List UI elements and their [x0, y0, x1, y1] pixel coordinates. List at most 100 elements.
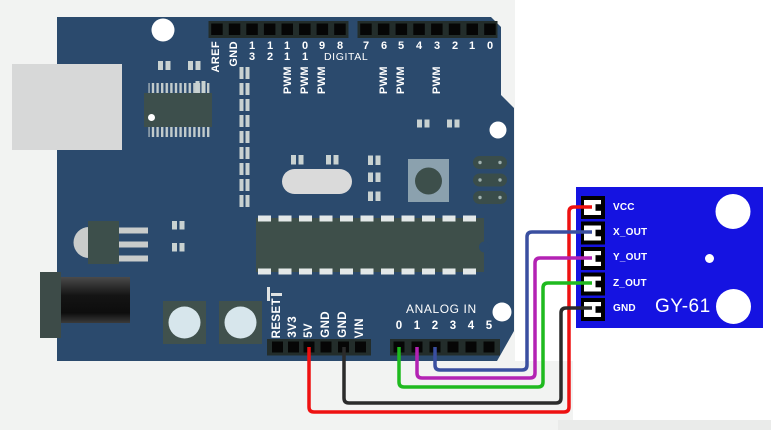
- power-header[interactable]: [267, 339, 371, 356]
- pin-12: [263, 23, 276, 35]
- pin-label-4: 4: [415, 40, 423, 52]
- power-label-reset: RESET: [271, 297, 283, 338]
- digital-group-label: DIGITAL: [324, 51, 369, 63]
- analog-label-3: 3: [449, 320, 457, 332]
- pin-a5: [483, 341, 495, 353]
- pin-label-13: 1 3: [248, 40, 256, 63]
- crystal-oscillator: [282, 169, 352, 194]
- wires: [307, 205, 592, 414]
- usb-connector: [12, 64, 122, 150]
- analog-label-4: 4: [467, 320, 475, 332]
- module-title: GY-61: [655, 296, 711, 317]
- module-pin-vcc: [581, 196, 605, 219]
- pin-label-0: 0: [486, 40, 494, 52]
- pin-11: [281, 23, 293, 35]
- pin-6: [377, 23, 390, 35]
- mounting-hole: [151, 18, 175, 42]
- pin-label-12: 1 2: [266, 40, 274, 63]
- analog-header[interactable]: [390, 339, 500, 356]
- pin-aref: [211, 23, 223, 35]
- pwm-label-3: PWM: [431, 66, 443, 95]
- module-pin-yout: [581, 247, 605, 270]
- wire-gnd-to-gnd[interactable]: [342, 306, 592, 405]
- pin-label-3: 3: [433, 40, 441, 52]
- power-label-3v3: 3V3: [287, 316, 299, 338]
- pin-9: [316, 23, 329, 35]
- digital-header-row2[interactable]: [357, 21, 498, 38]
- module-label-vcc: VCC: [613, 202, 635, 213]
- power-jack: [40, 272, 130, 338]
- pwm-label-6: PWM: [378, 66, 390, 95]
- gy61-pins[interactable]: [581, 196, 605, 321]
- pwm-label-5: PWM: [395, 66, 407, 95]
- pwm-label-11: PWM: [282, 66, 294, 95]
- wire-5v-to-vcc[interactable]: [307, 205, 592, 414]
- reset-button[interactable]: [408, 159, 449, 202]
- pin-gnd1: [320, 341, 332, 353]
- mcu-chip: [256, 215, 490, 275]
- pin-label-2: 2: [451, 40, 459, 52]
- pin-vin: [355, 341, 366, 353]
- pin-5: [395, 23, 408, 35]
- power-label-vin: VIN: [354, 317, 366, 338]
- pin-3v3: [288, 341, 299, 353]
- module-label-gnd: GND: [613, 303, 636, 314]
- power-label-gnd2: GND: [337, 311, 349, 338]
- capacitor: [163, 301, 206, 344]
- module-mounting-hole: [716, 289, 751, 324]
- power-label-gnd1: GND: [320, 311, 332, 338]
- pin-4: [413, 23, 425, 35]
- pin-2: [448, 23, 461, 35]
- analog-label-0: 0: [395, 320, 403, 332]
- power-label-5v: 5V: [303, 323, 315, 338]
- icsp-pads: [473, 156, 507, 204]
- pin-reset: [272, 341, 283, 353]
- wire-a0-to-zout[interactable]: [397, 281, 592, 389]
- wire-a2-to-xout[interactable]: [433, 230, 592, 372]
- module-pin-xout: [581, 221, 605, 245]
- usb-interface-chip: [144, 83, 212, 137]
- analog-label-1: 1: [413, 320, 421, 332]
- pin-label-aref: AREF: [210, 41, 222, 73]
- pin-13: [246, 23, 258, 35]
- mounting-hole: [489, 121, 507, 139]
- pin-label-10: 0 1: [301, 40, 309, 63]
- wire-a1-to-yout[interactable]: [415, 256, 592, 380]
- pin-7: [360, 23, 372, 35]
- pin-a3: [447, 341, 459, 353]
- solder-pads: [158, 61, 460, 301]
- capacitor: [219, 301, 262, 344]
- pin-label-11: 1 1: [283, 40, 291, 63]
- pin-label-8: 8: [336, 40, 344, 52]
- pin-8: [334, 23, 346, 35]
- pin-label-gnd-top: GND: [228, 41, 240, 67]
- background-white-area-lower: [573, 361, 771, 420]
- voltage-regulator: [73, 221, 148, 264]
- module-pin-gnd: [581, 298, 605, 321]
- pin-label-6: 6: [380, 40, 388, 52]
- analog-label-2: 2: [431, 320, 439, 332]
- module-label-zout: Z_OUT: [613, 278, 647, 289]
- background-band: [558, 420, 771, 430]
- pin-1: [466, 23, 478, 35]
- pin-3: [431, 23, 443, 35]
- analog-label-5: 5: [485, 320, 493, 332]
- pin-label-5: 5: [397, 40, 405, 52]
- module-label-xout: X_OUT: [613, 227, 648, 238]
- module-via-dot: [705, 254, 714, 263]
- module-label-yout: Y_OUT: [613, 252, 648, 263]
- pwm-label-10: PWM: [299, 66, 311, 95]
- pin-a4: [465, 341, 477, 353]
- mounting-hole: [492, 302, 512, 322]
- pwm-label-9: PWM: [316, 66, 328, 95]
- analog-group-label: ANALOG IN: [406, 302, 477, 316]
- pin-0: [484, 23, 496, 35]
- pin-label-1: 1: [468, 40, 476, 52]
- pin-10: [299, 23, 311, 35]
- pin-label-9: 9: [318, 40, 326, 52]
- module-pin-zout: [581, 272, 605, 296]
- module-mounting-hole: [715, 194, 751, 229]
- digital-header-row1[interactable]: [208, 21, 349, 38]
